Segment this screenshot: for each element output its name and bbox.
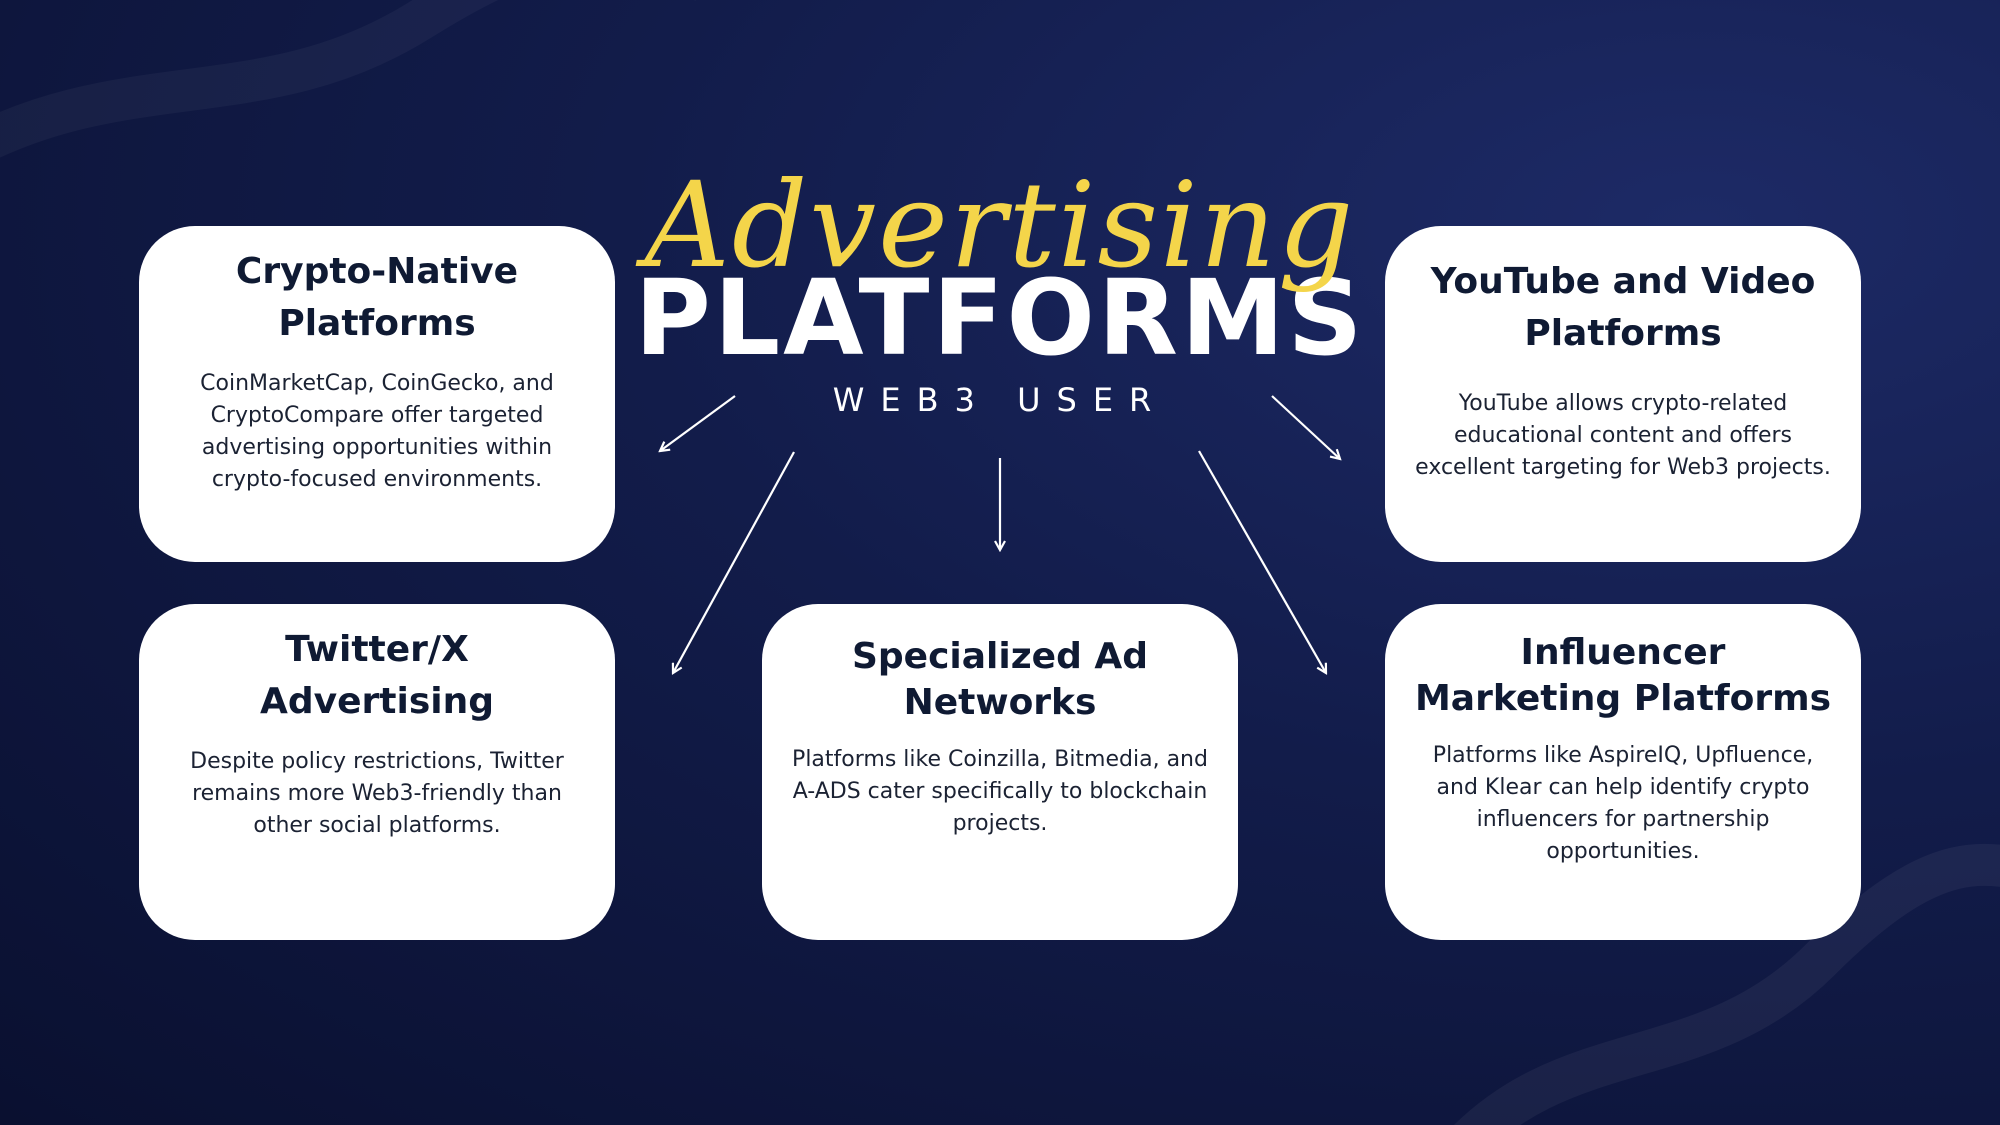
card-title: Influencer Marketing Platforms xyxy=(1414,632,1832,719)
card-description: Platforms like AspireIQ, Upfluence, and … xyxy=(1432,743,1814,864)
card-title: YouTube and Video Platforms xyxy=(1430,261,1816,354)
card-title: Crypto-Native Platforms xyxy=(235,251,519,344)
arrow-icon xyxy=(673,451,795,673)
card-description: YouTube allows crypto-related educationa… xyxy=(1415,391,1831,480)
card-crypto-native-platforms: Crypto-Native Platforms CoinMarketCap, C… xyxy=(139,226,615,562)
main-title: PLATFORMS xyxy=(634,257,1366,379)
card-influencer-marketing-platforms: Influencer Marketing Platforms Platforms… xyxy=(1385,604,1861,940)
card-description: Despite policy restrictions, Twitter rem… xyxy=(190,749,564,838)
arrow-icon xyxy=(1198,450,1326,673)
card-description: CoinMarketCap, CoinGecko, and CryptoComp… xyxy=(200,371,554,492)
arrow-icon xyxy=(660,395,736,451)
card-description: Platforms like Coinzilla, Bitmedia, and … xyxy=(792,747,1208,836)
card-twitter-x-advertising: Twitter/X Advertising Despite policy res… xyxy=(139,604,615,940)
card-specialized-ad-networks: Specialized Ad Networks Platforms like C… xyxy=(762,604,1238,940)
script-title: Advertising xyxy=(644,156,1356,294)
arrow-icon xyxy=(1271,395,1340,459)
card-title: Twitter/X Advertising xyxy=(260,629,494,722)
subtitle: WEB3 USER xyxy=(832,381,1168,419)
card-title: Specialized Ad Networks xyxy=(851,636,1149,723)
card-youtube-video-platforms: YouTube and Video Platforms YouTube allo… xyxy=(1385,226,1861,562)
